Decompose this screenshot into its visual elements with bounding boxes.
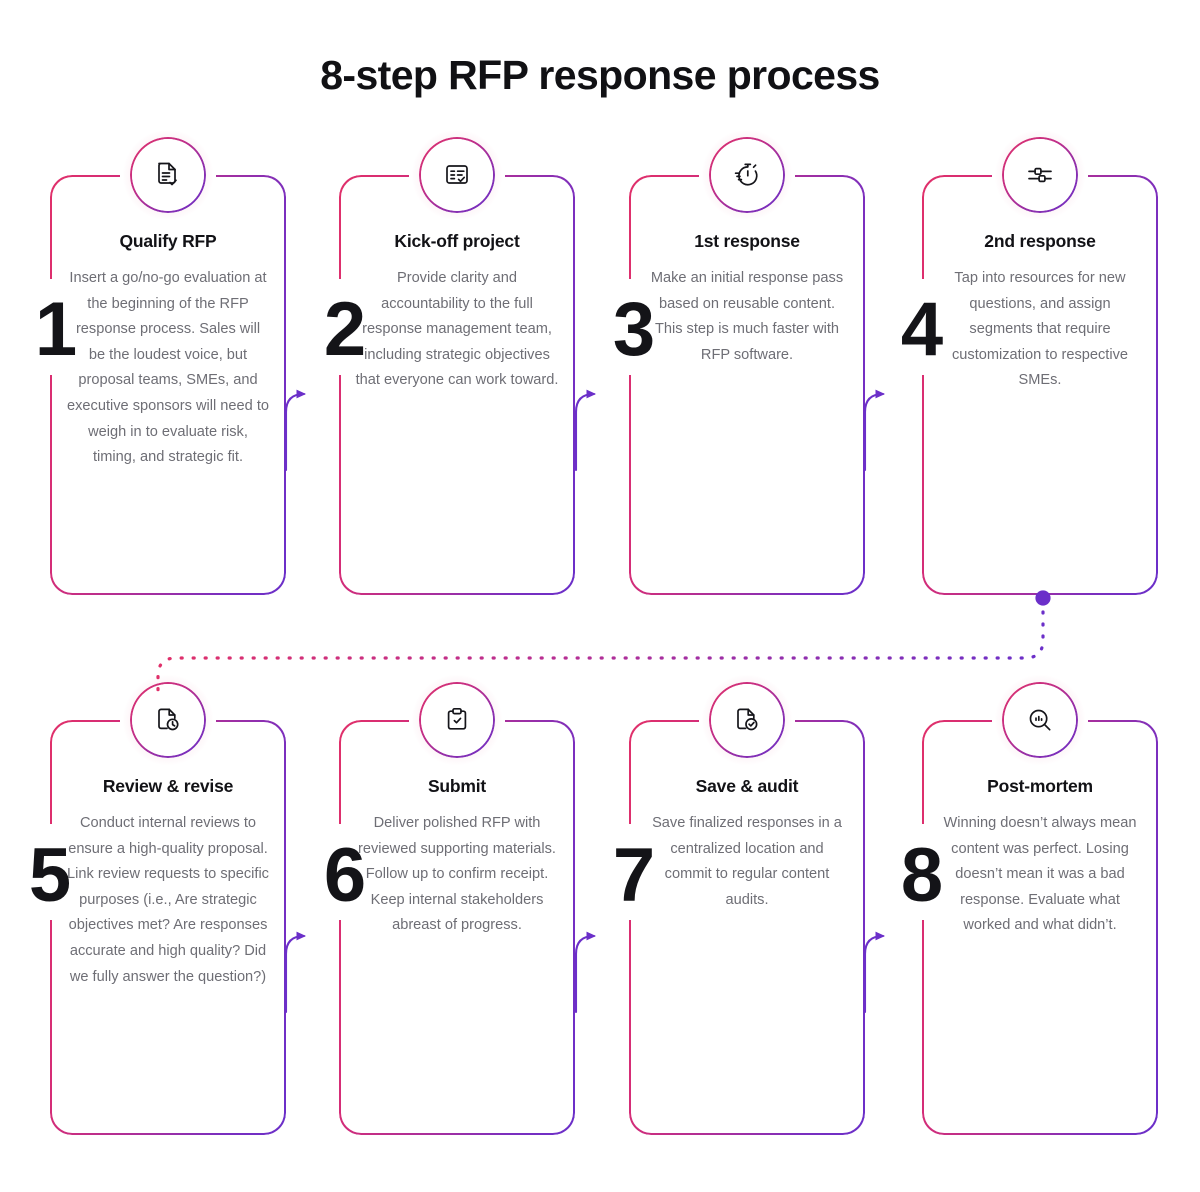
- document-check-icon: [131, 138, 205, 212]
- step-title: Review & revise: [102, 776, 234, 796]
- step-title: 1st response: [694, 231, 800, 251]
- document-clock-icon: [131, 683, 205, 757]
- step-card-5[interactable]: Review & revise Conduct internal reviews…: [40, 675, 286, 1135]
- step-description: Deliver polished RFP with reviewed suppo…: [358, 815, 556, 934]
- step-description: Winning doesn’t always mean content was …: [943, 815, 1137, 934]
- card-body: 1st response Make an initial response pa…: [629, 175, 865, 394]
- step-card-4[interactable]: 2nd response Tap into resources for new …: [912, 130, 1158, 595]
- step-icon-1: [123, 130, 213, 220]
- step-title: Post-mortem: [987, 776, 1093, 796]
- page-title: 8-step RFP response process: [320, 52, 880, 98]
- sliders-icon: [1003, 138, 1077, 212]
- stopwatch-fast-icon: [710, 138, 784, 212]
- document-verified-icon: [710, 683, 784, 757]
- step-title: 2nd response: [984, 231, 1096, 251]
- card-body: Submit Deliver polished RFP with reviewe…: [339, 720, 575, 965]
- step-title: Qualify RFP: [119, 231, 217, 251]
- step-card-3[interactable]: 1st response Make an initial response pa…: [619, 130, 865, 595]
- step-icon-3: [702, 130, 792, 220]
- step-card-2[interactable]: Kick-off project Provide clarity and acc…: [329, 130, 575, 595]
- step-card-8[interactable]: Post-mortem Winning doesn’t always mean …: [912, 675, 1158, 1135]
- card-body: Qualify RFP Insert a go/no-go evaluation…: [50, 175, 286, 497]
- step-description: Save finalized responses in a centralize…: [652, 815, 842, 908]
- step-title: Submit: [427, 776, 487, 796]
- card-body: Review & revise Conduct internal reviews…: [50, 720, 286, 1016]
- step-icon-2: [412, 130, 502, 220]
- card-body: Save & audit Save finalized responses in…: [629, 720, 865, 939]
- card-body: Post-mortem Winning doesn’t always mean …: [922, 720, 1158, 965]
- step-card-1[interactable]: Qualify RFP Insert a go/no-go evaluation…: [40, 130, 286, 595]
- card-body: Kick-off project Provide clarity and acc…: [339, 175, 575, 420]
- step-card-7[interactable]: Save & audit Save finalized responses in…: [619, 675, 865, 1135]
- step-title: Save & audit: [695, 776, 799, 796]
- step-title: Kick-off project: [394, 231, 520, 251]
- magnifier-insights-icon: [1003, 683, 1077, 757]
- step-description: Provide clarity and accountability to th…: [355, 270, 559, 389]
- step-description: Conduct internal reviews to ensure a hig…: [67, 815, 269, 985]
- clipboard-check-icon: [420, 683, 494, 757]
- step-icon-4: [995, 130, 1085, 220]
- step-description: Insert a go/no-go evaluation at the begi…: [67, 270, 269, 466]
- card-body: 2nd response Tap into resources for new …: [922, 175, 1158, 420]
- step-description: Tap into resources for new questions, an…: [951, 270, 1129, 389]
- checklist-document-icon: [420, 138, 494, 212]
- step-card-6[interactable]: Submit Deliver polished RFP with reviewe…: [329, 675, 575, 1135]
- step-description: Make an initial response pass based on r…: [650, 270, 844, 363]
